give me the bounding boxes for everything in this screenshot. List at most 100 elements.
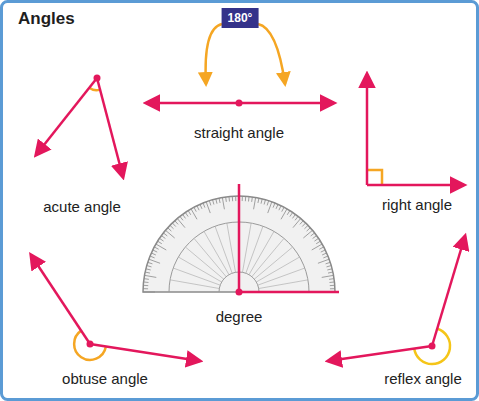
protractor-tick: [225, 197, 227, 202]
protractor-tick: [168, 228, 172, 231]
protractor-tick: [161, 236, 165, 239]
protractor-tick: [242, 196, 243, 201]
protractor-tick: [313, 236, 317, 239]
protractor-tick: [216, 199, 217, 204]
protractor-tick: [290, 212, 293, 216]
protractor-tick: [159, 238, 163, 241]
protractor-tick: [326, 266, 331, 267]
protractor-tick: [163, 233, 167, 236]
protractor-tick: [261, 199, 262, 204]
protractor-tick: [149, 259, 160, 263]
protractor-tick: [170, 225, 174, 228]
protractor-tick: [144, 281, 149, 283]
protractor-tick: [328, 272, 333, 273]
protractor-tick: [143, 292, 155, 293]
protractor-tick: [213, 200, 214, 205]
protractor-tick: [302, 223, 305, 227]
protractor-ray: [178, 257, 221, 282]
protractor-tick: [251, 197, 253, 202]
protractor-ray: [173, 268, 220, 285]
protractor-tick: [304, 225, 308, 228]
protractor-tick: [209, 201, 211, 206]
protractor-tick: [151, 253, 156, 255]
protractor-tick: [327, 269, 332, 270]
protractor-tick: [316, 241, 320, 244]
protractor-tick: [183, 214, 186, 218]
protractor-tick: [165, 230, 174, 238]
protractor-tick: [143, 288, 148, 289]
protractor-tick: [295, 216, 298, 220]
protractor-tick: [258, 198, 259, 203]
protractor-tick: [303, 230, 312, 238]
angle-label: straight angle: [194, 124, 284, 142]
angle-label: right angle: [382, 196, 452, 214]
acute-angle: [36, 75, 123, 178]
straight-angle: [146, 24, 334, 107]
protractor-ray: [194, 238, 226, 276]
protractor-tick: [248, 197, 250, 202]
protractor-tick: [307, 228, 311, 231]
protractor-tick: [156, 244, 166, 250]
protractor-tick: [158, 241, 162, 244]
protractor-tick: [267, 201, 269, 206]
protractor-tick: [322, 275, 334, 277]
protractor-tick: [312, 244, 322, 250]
protractor-tick: [281, 209, 287, 219]
reflex-angle: [328, 236, 465, 364]
protractor-tick: [268, 202, 272, 213]
protractor-tick: [197, 206, 199, 210]
protractor-tick: [322, 253, 327, 255]
protractor-tick: [200, 204, 202, 209]
protractor-tick: [330, 281, 335, 283]
protractor-tick: [318, 259, 329, 263]
protractor-tick: [203, 203, 205, 208]
angle-label: degree: [216, 308, 263, 326]
protractor-tick: [300, 221, 303, 225]
protractor-tick: [314, 238, 318, 241]
protractor-tick: [254, 197, 256, 209]
protractor-tick: [326, 262, 331, 264]
protractor-tick: [264, 200, 265, 205]
protractor-tick: [177, 218, 185, 227]
protractor-tick: [232, 196, 233, 201]
protractor-tick: [228, 197, 230, 202]
protractor-tick: [319, 247, 323, 249]
protractor-tick: [323, 256, 328, 258]
protractor-ray: [254, 247, 292, 279]
protractor-tick: [206, 202, 210, 213]
obtuse-angle: [31, 255, 200, 361]
protractor-tick: [321, 250, 325, 252]
protractor-ray: [170, 280, 219, 289]
protractor-tick: [143, 285, 148, 286]
protractor-tick: [188, 211, 191, 215]
protractor-tick: [175, 221, 178, 225]
protractor-ray: [227, 223, 236, 272]
protractor-tick: [329, 278, 334, 280]
protractor-tick: [292, 214, 295, 218]
protractor-ray: [259, 280, 308, 289]
protractor-ray: [246, 226, 263, 273]
angle-label: acute angle: [43, 198, 121, 216]
protractor-tick: [172, 223, 175, 227]
protractor-tick: [150, 256, 155, 258]
protractor-tick: [194, 207, 196, 211]
protractor-tick: [222, 197, 224, 209]
protractor-tick: [144, 278, 149, 280]
protractor-tick: [191, 209, 197, 219]
protractor-ray: [249, 231, 274, 274]
protractor-tick: [144, 275, 156, 277]
protractor-ray: [204, 231, 229, 274]
protractor-tick: [148, 262, 153, 264]
protractor-tick: [287, 211, 290, 215]
angle-label: obtuse angle: [62, 370, 148, 388]
protractor-tick: [330, 285, 335, 286]
protractor-tick: [145, 272, 150, 273]
protractor-tick: [330, 288, 335, 289]
protractor-ray: [242, 223, 251, 272]
protractor-tick: [282, 207, 284, 211]
protractor-tick: [146, 269, 151, 270]
protractor-tick: [293, 218, 301, 227]
protractor-tick: [235, 196, 236, 201]
